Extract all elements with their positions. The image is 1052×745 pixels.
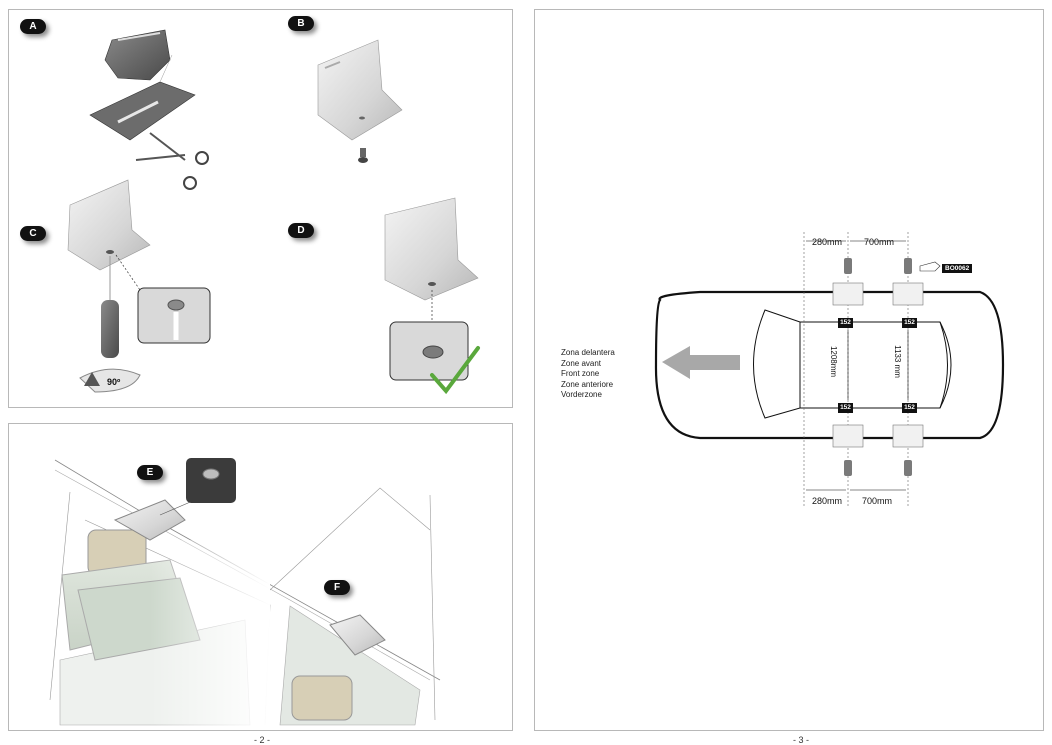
dim-top-front: 280mm: [812, 237, 843, 247]
roof-scene-illustration: [49, 458, 441, 730]
dim-rear-width: 1133 mm: [892, 345, 902, 378]
car-top-view: [654, 232, 1005, 508]
pointing-hand-icon: [919, 261, 941, 272]
front-zone-labels: Zona delantera Zone avant Front zone Zon…: [561, 348, 615, 401]
step-a-illustration: [89, 29, 209, 190]
dim-bottom-rear: 700mm: [862, 496, 893, 506]
part-tag-rear-bottom: 152: [902, 403, 917, 413]
zone-label-de: Vorderzone: [561, 390, 602, 399]
dim-front-width: 1208mm: [829, 345, 839, 378]
part-tag-rear-top: 152: [902, 318, 917, 328]
zone-label-it: Zone anteriore: [561, 379, 614, 389]
step-d-badge: D: [288, 223, 314, 238]
page-number-left: - 2 -: [254, 735, 271, 745]
zone-label-es: Zona delantera: [561, 348, 615, 357]
bolt-icon: [358, 148, 368, 163]
check-icon: [430, 346, 480, 395]
part-tag-front-bottom: 152: [838, 403, 853, 413]
part-tag-front-top: 152: [838, 318, 853, 328]
step-d-illustration: [384, 197, 480, 395]
direction-arrow-icon: [662, 346, 740, 379]
step-e-badge: E: [137, 465, 163, 480]
step-b-badge: B: [288, 16, 314, 31]
part-code: BO0062: [942, 264, 973, 273]
step-c-illustration: [67, 179, 211, 393]
dim-bottom-front: 280mm: [812, 496, 843, 506]
zone-label-fr: Zone avant: [561, 358, 602, 368]
zone-label-en: Front zone: [561, 369, 600, 378]
step-b-illustration: [317, 39, 403, 163]
dim-top-rear: 700mm: [864, 237, 895, 247]
step-c-badge: C: [20, 226, 46, 241]
scissors-icon: [135, 132, 209, 190]
page-number-right: - 3 -: [793, 735, 810, 745]
rotation-arrow-icon: [79, 368, 141, 393]
step-f-badge: F: [324, 580, 350, 595]
rotation-label: 90º: [107, 377, 121, 387]
panel-fitting-diagram: [534, 9, 1044, 731]
foot-bracket-icons: [832, 258, 924, 476]
step-a-badge: A: [20, 19, 46, 34]
